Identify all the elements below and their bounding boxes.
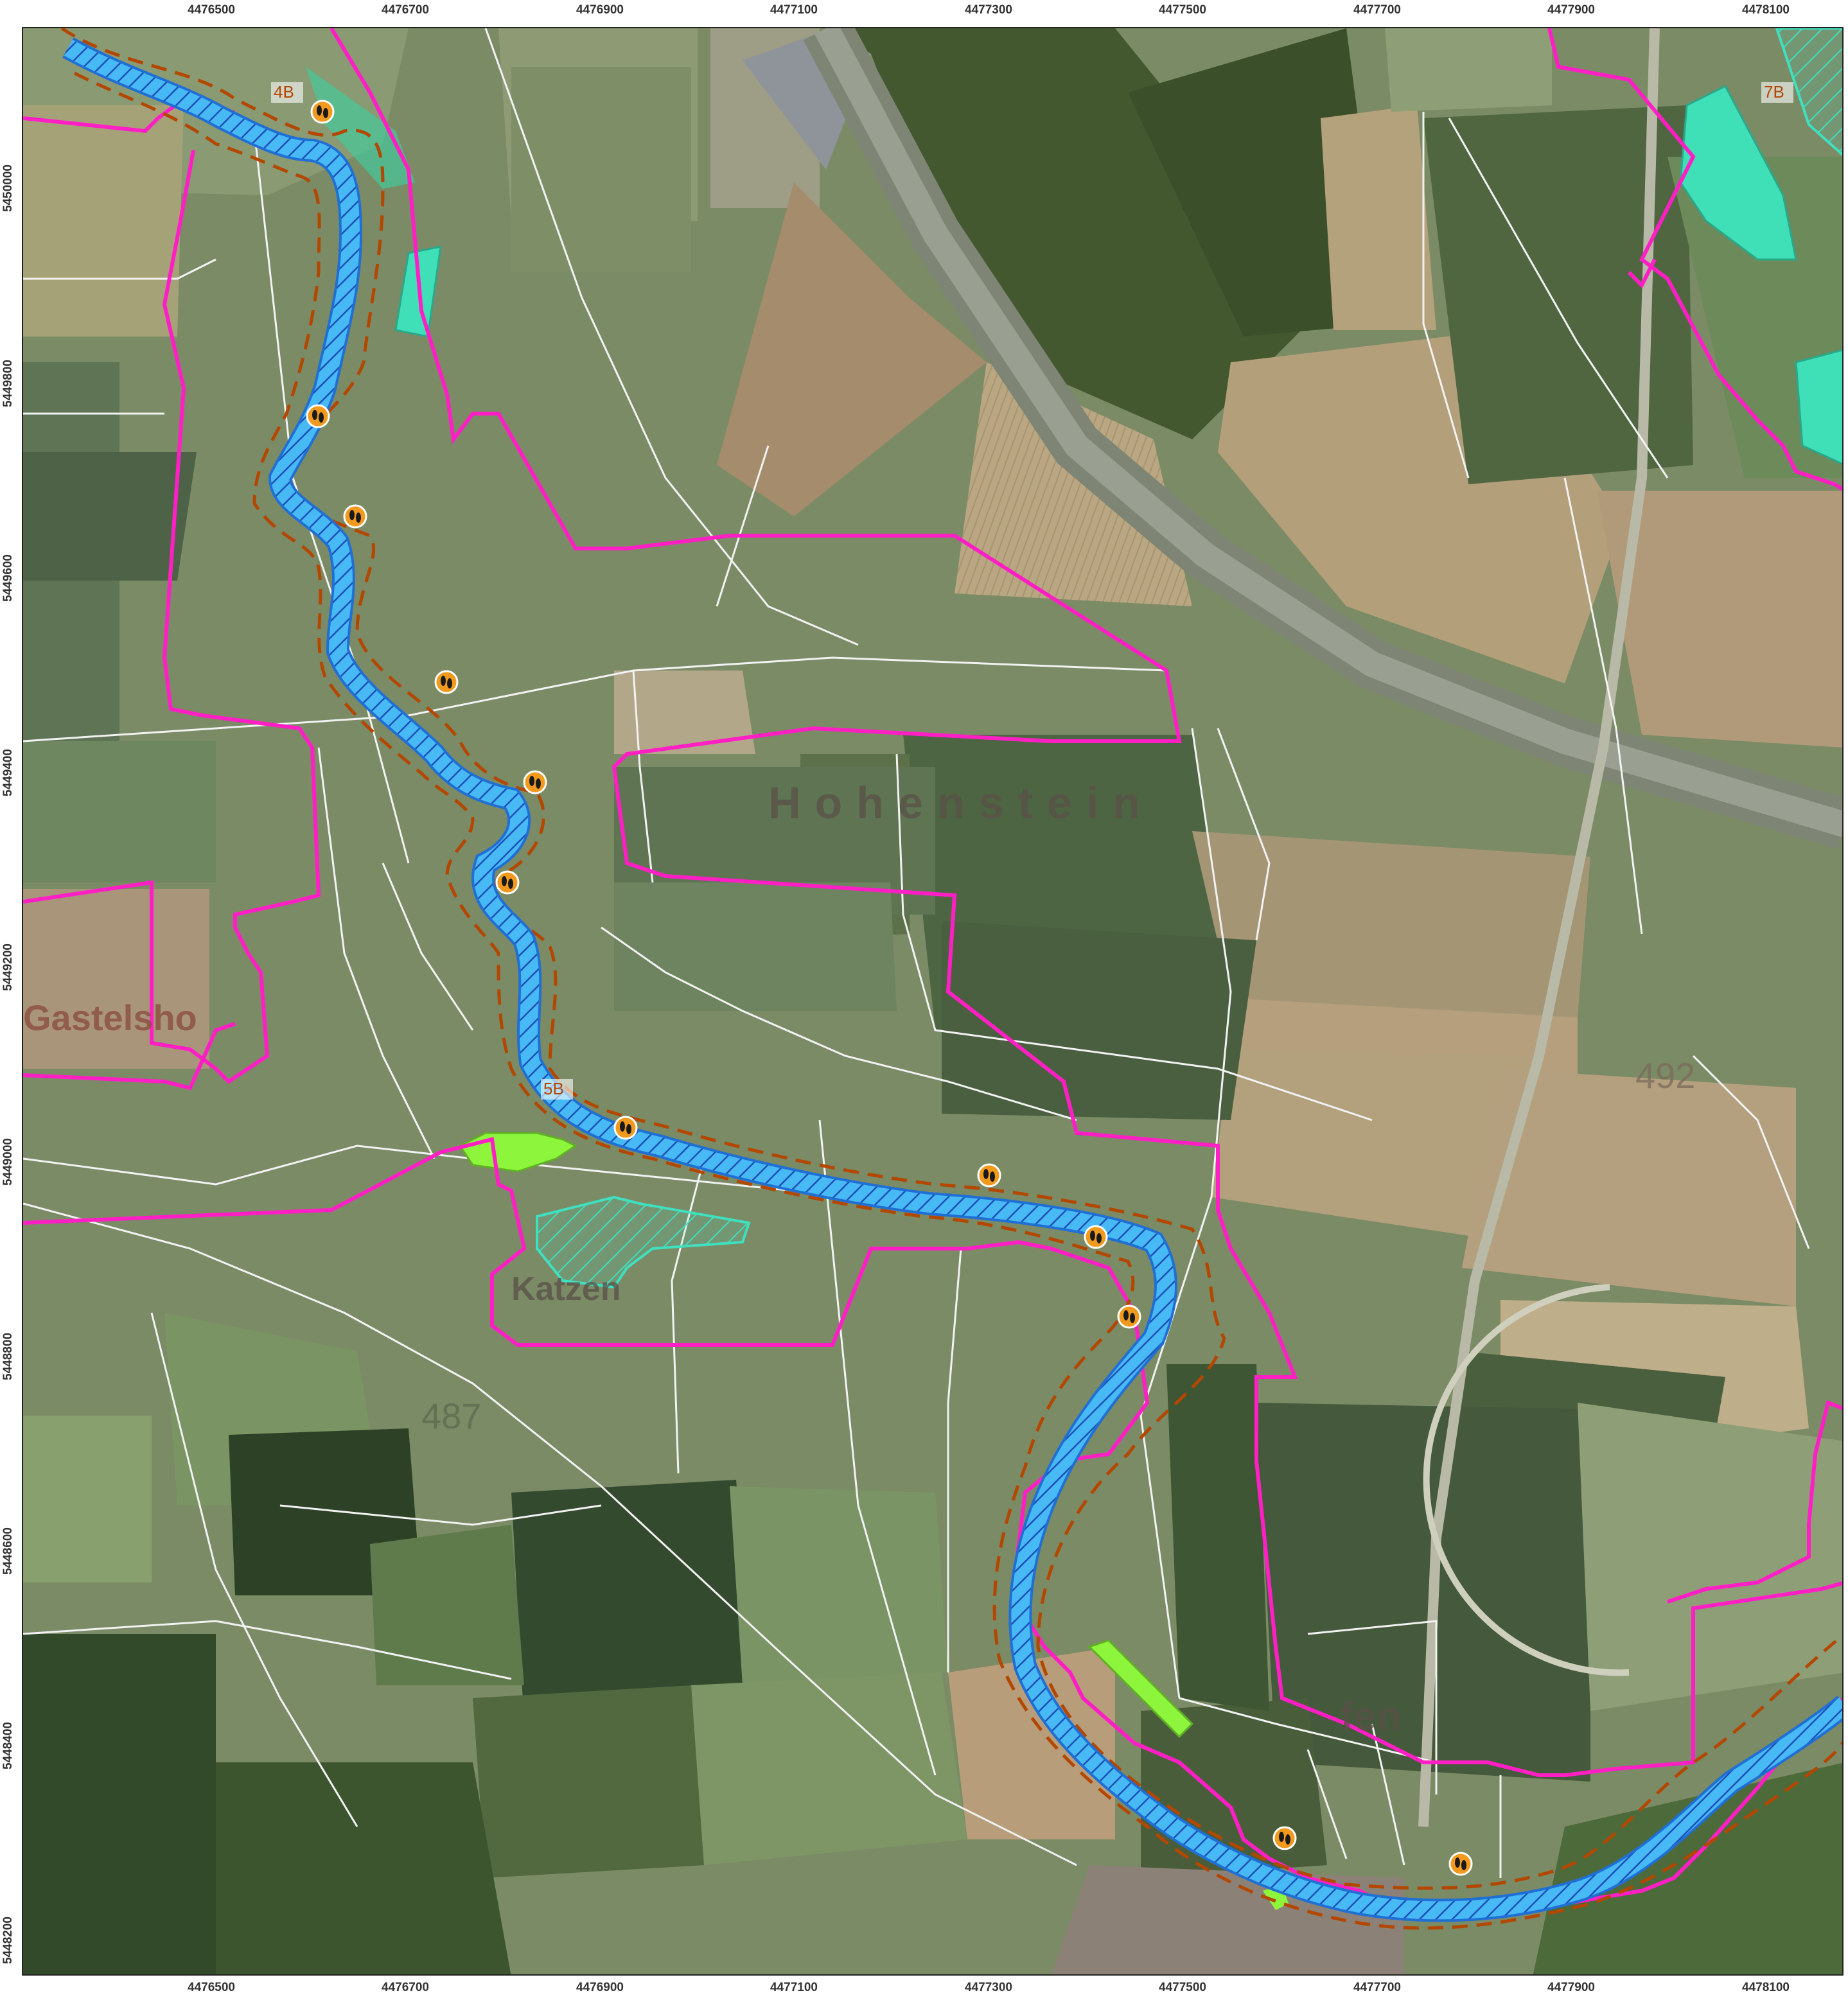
place-label-katzen: Katzen xyxy=(511,1270,620,1308)
place-label-hohenstein: Hohenstein xyxy=(768,778,1154,828)
y-tick: 5449200 xyxy=(1,943,15,991)
x-tick: 4477100 xyxy=(770,3,818,17)
y-tick: 5448600 xyxy=(1,1527,15,1575)
x-tick: 4477100 xyxy=(770,1981,818,1994)
footprint-icon[interactable] xyxy=(310,100,335,124)
river-buffer xyxy=(60,28,1842,1930)
river xyxy=(62,37,1842,1922)
y-tick: 5448400 xyxy=(1,1722,15,1769)
field-layer xyxy=(23,28,1842,1974)
place-labels: Hohenstein Gastelsho Katzen fen 492 487 xyxy=(23,778,1695,1739)
section-label-5b: 5B xyxy=(543,1079,564,1098)
habitat-areas xyxy=(306,28,1842,1910)
x-tick: 4477700 xyxy=(1353,1981,1401,1994)
x-tick: 4476900 xyxy=(576,3,624,17)
x-tick: 4477700 xyxy=(1353,3,1401,17)
section-labels: 4B 5B 7B xyxy=(271,82,1793,1100)
x-tick: 4476500 xyxy=(188,1981,235,1994)
y-tick: 5449600 xyxy=(1,554,15,602)
aerial-map[interactable]: 4B 5B 7B Hohenstein Gastelsho Katzen fen… xyxy=(23,28,1844,1976)
x-tick: 4478100 xyxy=(1742,1981,1790,1994)
footprint-icon[interactable] xyxy=(1272,1826,1297,1850)
footprint-icon[interactable] xyxy=(343,504,367,529)
place-label-gastelshofen: Gastelsho xyxy=(23,997,197,1038)
place-label-fen: fen xyxy=(1340,1693,1402,1739)
x-tick: 4477500 xyxy=(1159,1981,1206,1994)
section-label-7b: 7B xyxy=(1764,82,1784,101)
marker-layer xyxy=(306,100,1473,1876)
y-tick: 5448800 xyxy=(1,1333,15,1380)
y-tick: 5448200 xyxy=(1,1917,15,1964)
footprint-icon[interactable] xyxy=(523,770,547,794)
footprint-icon[interactable] xyxy=(306,404,330,428)
footprint-icon[interactable] xyxy=(1084,1225,1108,1249)
elevation-label-492: 492 xyxy=(1635,1055,1695,1096)
footprint-icon[interactable] xyxy=(434,670,459,694)
x-tick: 4478100 xyxy=(1742,3,1790,17)
footprint-icon[interactable] xyxy=(1448,1852,1473,1876)
map-frame: 4B 5B 7B Hohenstein Gastelsho Katzen fen… xyxy=(22,27,1844,1976)
elevation-label-487: 487 xyxy=(421,1396,481,1436)
y-tick: 5449000 xyxy=(1,1138,15,1186)
x-tick: 4477900 xyxy=(1547,1981,1595,1994)
x-tick: 4477300 xyxy=(965,1981,1012,1994)
parcel-lines xyxy=(23,28,1810,1878)
section-label-4b: 4B xyxy=(274,82,294,101)
x-tick: 4477900 xyxy=(1547,3,1595,17)
x-tick: 4476700 xyxy=(382,1981,429,1994)
x-tick: 4476700 xyxy=(382,3,429,17)
y-tick: 5450000 xyxy=(1,164,15,212)
highway xyxy=(803,28,1842,1827)
footprint-icon[interactable] xyxy=(977,1163,1001,1188)
x-tick: 4476500 xyxy=(188,3,235,17)
footprint-icon[interactable] xyxy=(1117,1304,1141,1329)
x-tick: 4477300 xyxy=(965,3,1012,17)
footprint-icon[interactable] xyxy=(613,1116,638,1140)
footprint-icon[interactable] xyxy=(495,870,520,895)
y-tick: 5449400 xyxy=(1,749,15,796)
x-tick: 4477500 xyxy=(1159,3,1206,17)
x-tick: 4476900 xyxy=(576,1981,624,1994)
y-tick: 5449800 xyxy=(1,360,15,407)
